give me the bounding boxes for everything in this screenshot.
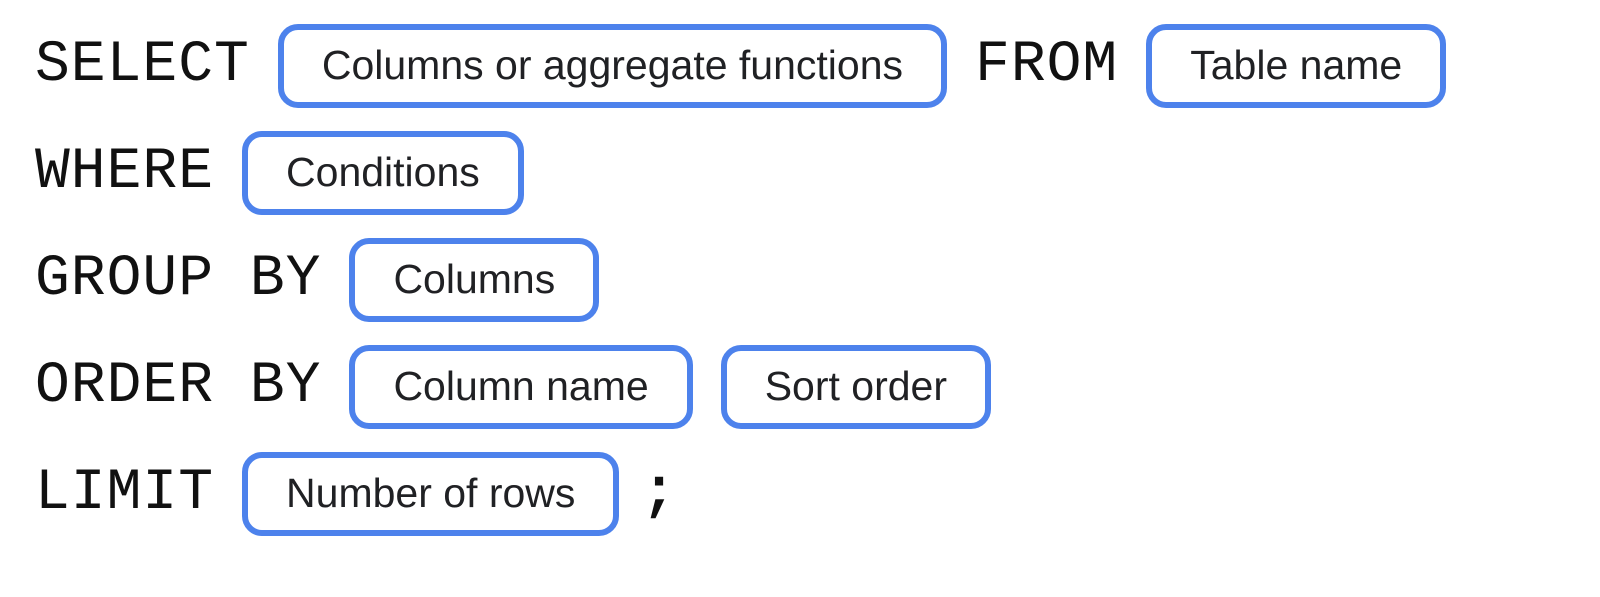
clause-row-order-by: ORDER BY Column name Sort order xyxy=(35,333,1600,440)
placeholder-box-columns: Columns xyxy=(349,237,600,322)
keyword-group-by: GROUP BY xyxy=(35,246,322,312)
keyword-where: WHERE xyxy=(35,139,215,205)
semicolon-terminator: ; xyxy=(641,460,677,526)
placeholder-box-conditions: Conditions xyxy=(242,130,524,215)
placeholder-box-table-name: Table name xyxy=(1146,23,1447,108)
keyword-from: FROM xyxy=(975,32,1119,98)
placeholder-box-column-name: Column name xyxy=(349,344,693,429)
clause-row-limit: LIMIT Number of rows ; xyxy=(35,440,1600,547)
placeholder-box-number-of-rows: Number of rows xyxy=(242,451,620,536)
placeholder-box-sort-order: Sort order xyxy=(720,344,991,429)
keyword-limit: LIMIT xyxy=(35,460,215,526)
clause-row-where: WHERE Conditions xyxy=(35,119,1600,226)
clause-row-select: SELECT Columns or aggregate functions FR… xyxy=(35,12,1600,119)
clause-row-group-by: GROUP BY Columns xyxy=(35,226,1600,333)
keyword-order-by: ORDER BY xyxy=(35,353,322,419)
keyword-select: SELECT xyxy=(35,32,250,98)
placeholder-box-columns-or-aggregate-functions: Columns or aggregate functions xyxy=(277,23,948,108)
